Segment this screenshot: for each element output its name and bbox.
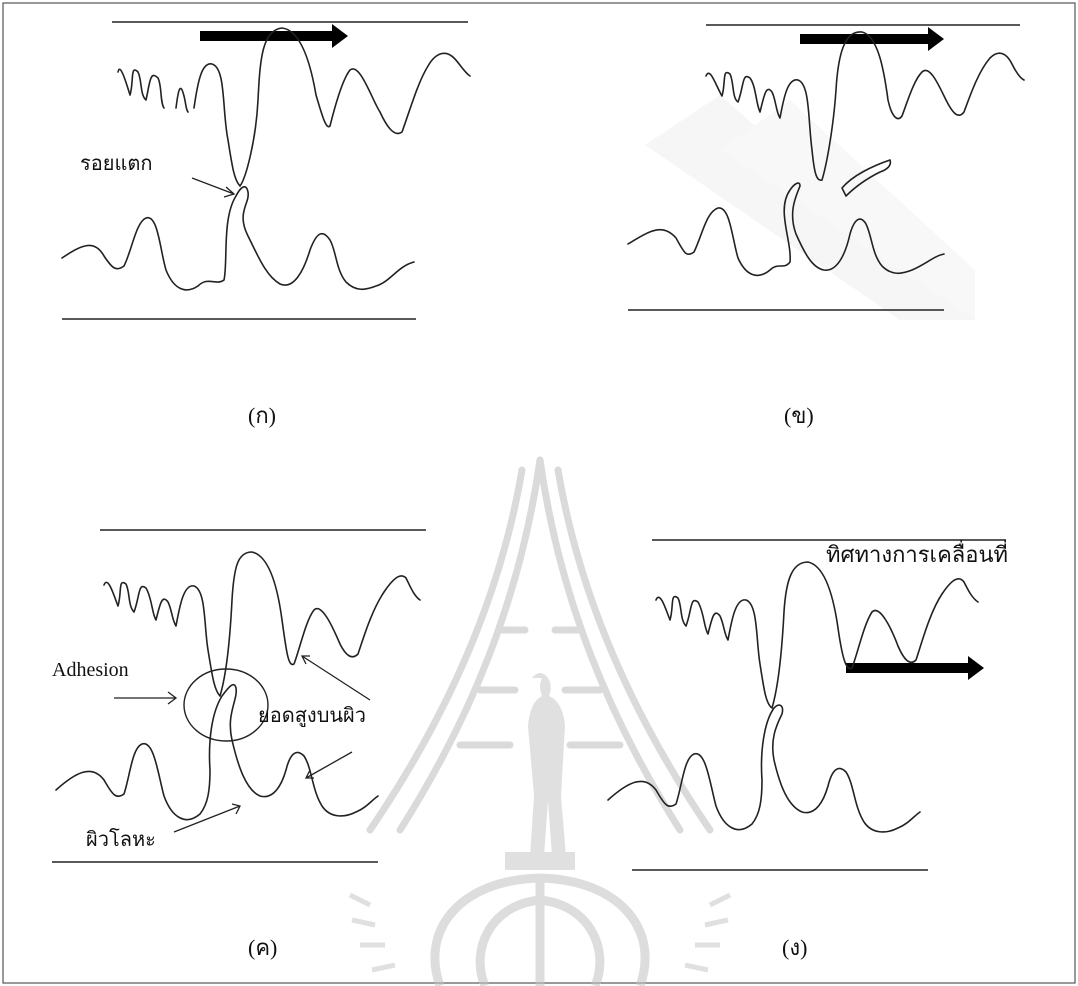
motion-arrow-icon (200, 24, 348, 48)
asperity-label: ยอดสูงบนผิว (258, 705, 366, 728)
wear-debris-particle (841, 159, 892, 197)
metal-surface-label: ผิวโลหะ (86, 828, 156, 851)
lower-rough-profile (61, 185, 415, 291)
direction-label: ทิศทางการเคลื่อนที่ (826, 539, 1008, 567)
adhesion-pointer-arrow (114, 691, 178, 705)
asperity-pointer-arrow-upper (300, 655, 371, 701)
panel-b: (ข) (627, 24, 1025, 428)
adhesion-junction-circle (183, 668, 269, 742)
panel-c-caption: (ค) (248, 935, 277, 960)
university-emblem-watermark (348, 95, 975, 986)
upper-rough-profile (103, 551, 421, 697)
crack-pointer-arrow (191, 177, 236, 198)
panel-a: รอยแตก (ก) (61, 21, 471, 428)
metal-surface-pointer-arrow (173, 803, 241, 833)
lower-rough-profile (627, 182, 945, 277)
upper-rough-profile (705, 31, 1025, 181)
asperity-pointer-arrow-lower (304, 751, 353, 779)
upper-rough-profile (655, 561, 979, 709)
adhesion-label: Adhesion (52, 659, 129, 681)
panel-b-caption: (ข) (784, 403, 814, 428)
panel-c: Adhesion ยอดสูงบนผิว ผิวโลหะ (ค) (52, 529, 426, 960)
watermark-band-inner (720, 100, 975, 320)
crack-label: รอยแตก (80, 153, 152, 175)
statue-silhouette (528, 673, 566, 856)
panel-d: ทิศทางการเคลื่อนที่ (ง) (607, 539, 1008, 960)
panel-d-caption: (ง) (782, 935, 807, 960)
upper-rough-profile (117, 27, 471, 187)
lower-rough-profile (607, 704, 921, 833)
motion-arrow-icon (846, 656, 984, 680)
panel-a-caption: (ก) (248, 403, 276, 428)
